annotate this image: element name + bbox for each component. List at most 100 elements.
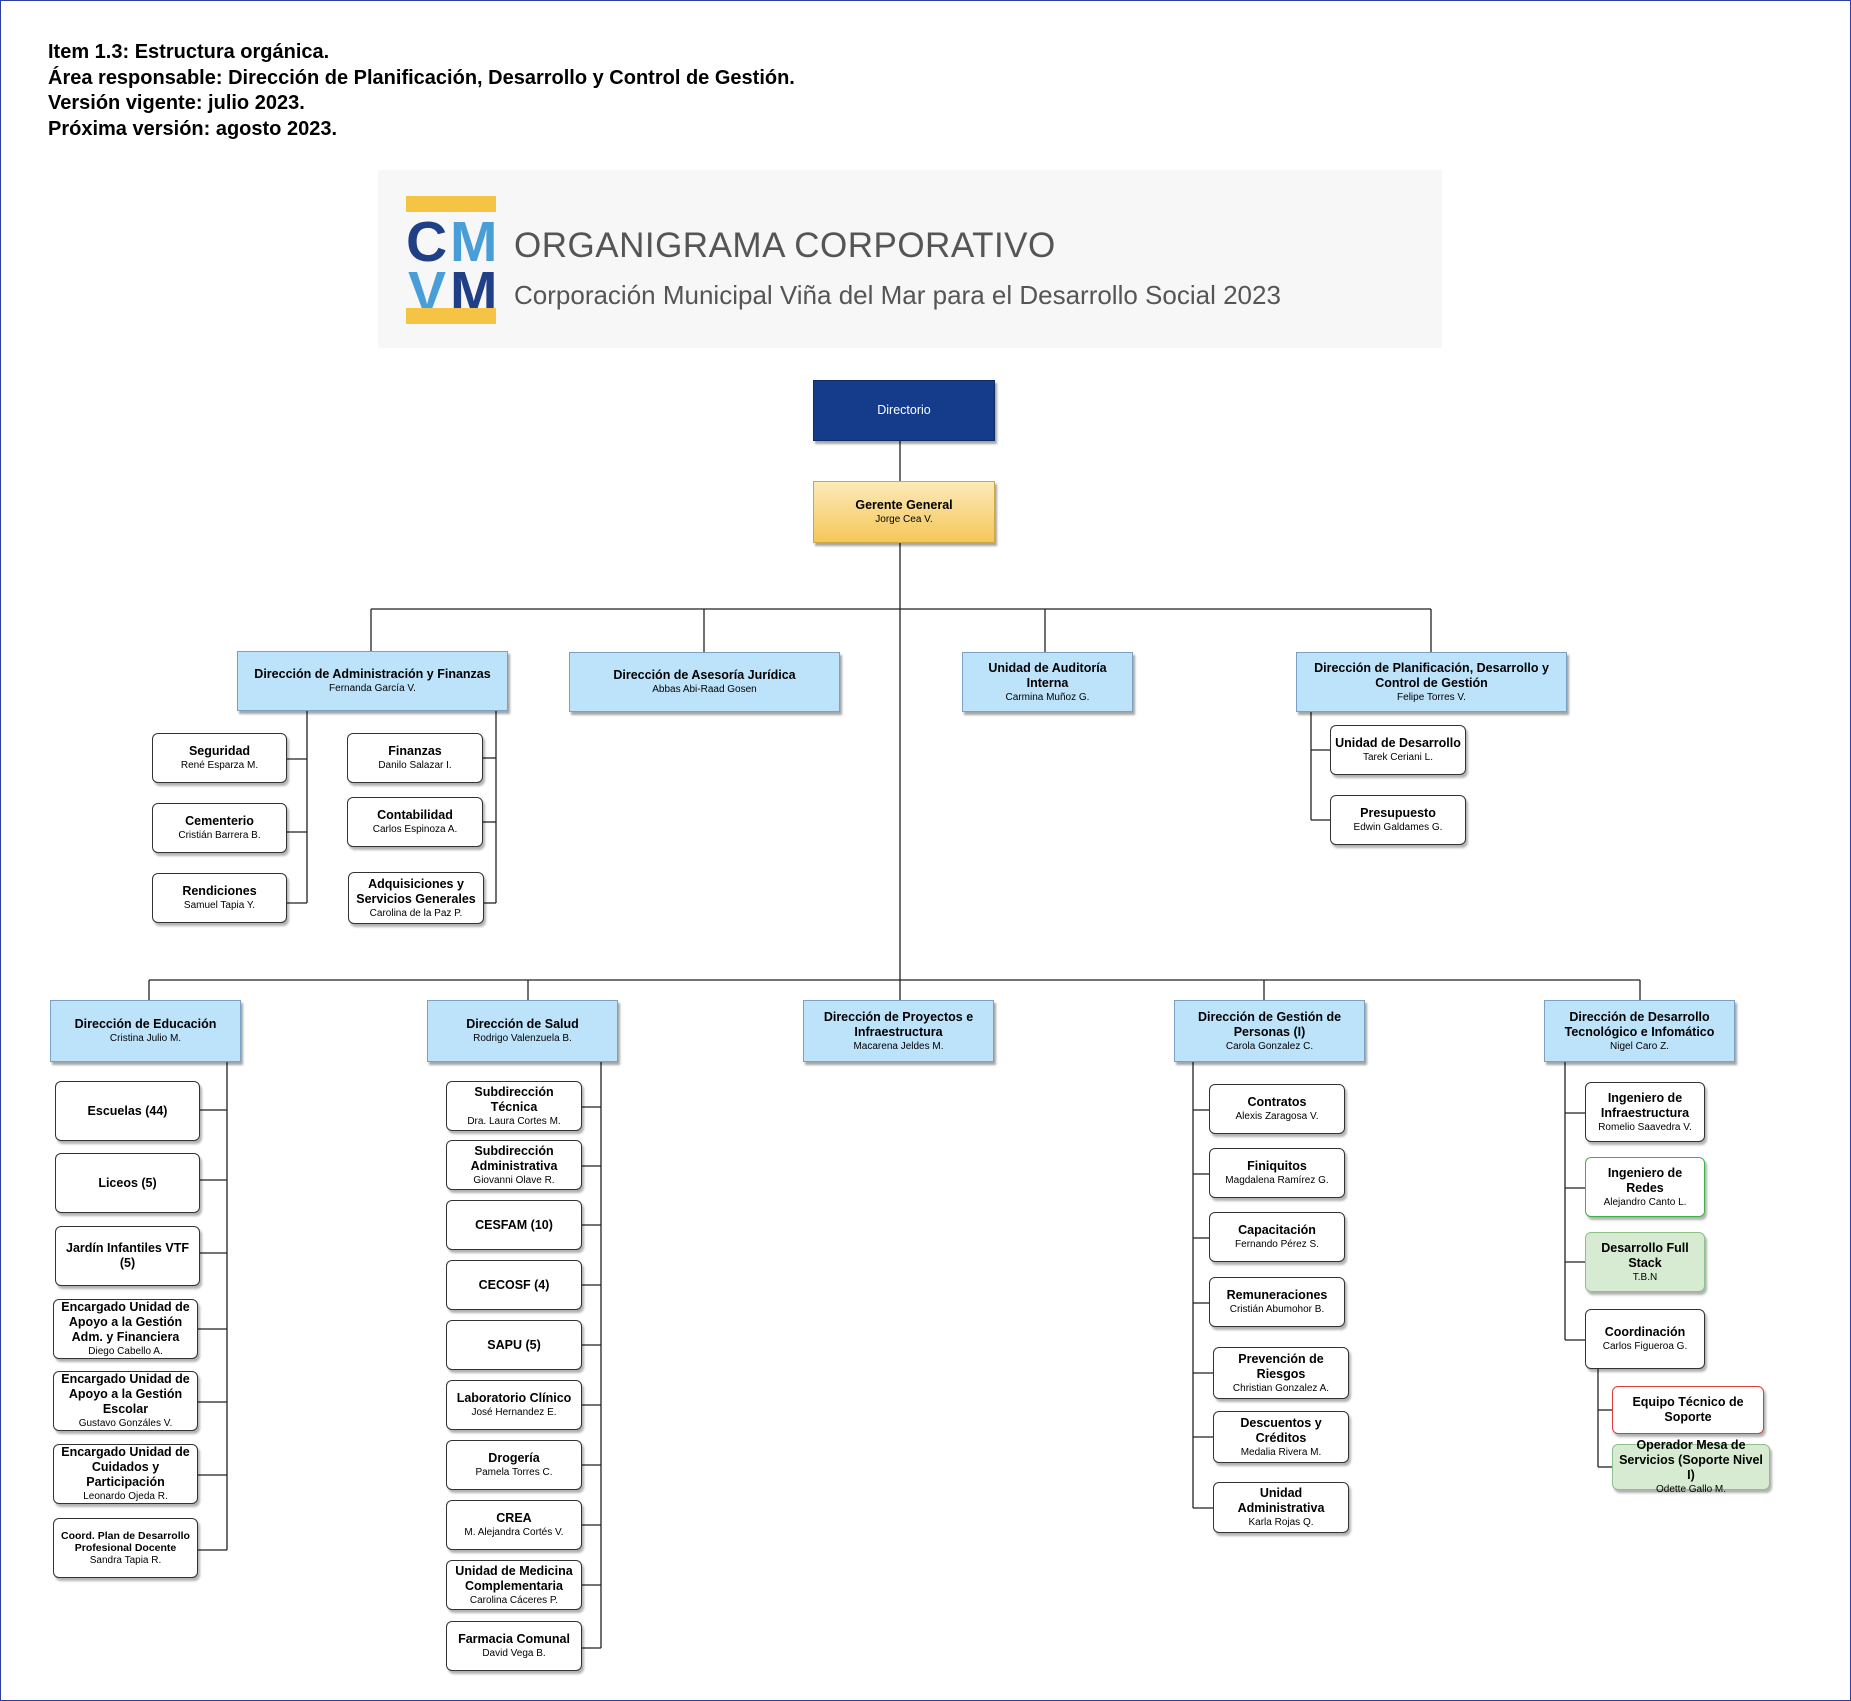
node-title: Capacitación xyxy=(1238,1223,1316,1237)
node-drogueria: Drogería Pamela Torres C. xyxy=(446,1440,582,1490)
node-ingeniero-infraestructura: Ingeniero de Infraestructura Romelio Saa… xyxy=(1585,1082,1705,1142)
node-person: Gustavo Gonzáles V. xyxy=(78,1418,173,1429)
node-unidad-desarrollo: Unidad de Desarrollo Tarek Ceriani L. xyxy=(1330,725,1466,775)
item-label: Item 1.3: Estructura orgánica. xyxy=(48,41,330,63)
node-medicina-complementaria: Unidad de Medicina Complementaria Caroli… xyxy=(446,1560,582,1610)
node-title: Directorio xyxy=(877,403,931,417)
node-person: Fernanda García V. xyxy=(329,683,416,694)
node-person: Macarena Jeldes M. xyxy=(853,1040,944,1052)
node-title: Unidad de Auditoría Interna xyxy=(988,660,1107,690)
node-title: Ingeniero de Redes xyxy=(1607,1165,1683,1195)
current-version: Versión vigente: julio 2023. xyxy=(48,92,305,114)
node-crea: CREA M. Alejandra Cortés V. xyxy=(446,1500,582,1550)
document-header: Item 1.3: Estructura orgánica. Área resp… xyxy=(48,40,795,142)
node-title: Subdirección Administrativa xyxy=(470,1143,558,1173)
node-laboratorio-clinico: Laboratorio Clínico José Hernandez E. xyxy=(446,1380,582,1430)
node-title: SAPU (5) xyxy=(487,1337,541,1352)
node-title: Unidad Administrativa xyxy=(1237,1486,1325,1515)
node-person: David Vega B. xyxy=(482,1648,546,1659)
node-coord-plan-docente: Coord. Plan de Desarrollo Profesional Do… xyxy=(53,1518,198,1578)
node-person: Odette Gallo M. xyxy=(1655,1484,1727,1495)
node-title: Desarrollo Full Stack xyxy=(1601,1240,1689,1270)
node-person: Medalia Rivera M. xyxy=(1240,1446,1322,1458)
node-title: Dirección de Gestión de Personas (I) xyxy=(1197,1009,1342,1039)
node-title: Farmacia Comunal xyxy=(458,1632,570,1646)
node-person: Giovanni Olave R. xyxy=(473,1174,555,1186)
node-title: CREA xyxy=(496,1511,532,1525)
node-seguridad: Seguridad René Esparza M. xyxy=(152,733,287,783)
node-person: Leonardo Ojeda R. xyxy=(83,1491,168,1502)
node-title: Dirección de Proyectos e Infraestructura xyxy=(823,1009,974,1039)
next-version: Próxima versión: agosto 2023. xyxy=(48,117,338,140)
node-operador-mesa-servicios: Operador Mesa de Servicios (Soporte Nive… xyxy=(1612,1438,1770,1495)
logo-letter-c: C xyxy=(406,210,447,274)
node-ingeniero-redes: Ingeniero de Redes Alejandro Canto L. xyxy=(1585,1157,1705,1217)
node-title: Unidad de Medicina Complementaria xyxy=(455,1563,573,1593)
node-person: Jorge Cea V. xyxy=(875,514,933,525)
node-title: Coord. Plan de Desarrollo Profesional Do… xyxy=(61,1529,190,1554)
node-title: Contratos xyxy=(1247,1095,1307,1109)
node-title: Laboratorio Clínico xyxy=(456,1391,572,1405)
node-person: Dra. Laura Cortes M. xyxy=(467,1115,561,1127)
node-subdireccion-tecnica: Subdirección Técnica Dra. Laura Cortes M… xyxy=(446,1081,582,1131)
node-escuelas: Escuelas (44) xyxy=(55,1081,200,1141)
node-dir-salud: Dirección de Salud Rodrigo Valenzuela B. xyxy=(427,1000,618,1062)
node-title: Prevención de Riesgos xyxy=(1238,1351,1324,1381)
node-person: Diego Cabello A. xyxy=(88,1346,163,1357)
node-equipo-tecnico-soporte: Equipo Técnico de Soporte xyxy=(1612,1386,1764,1434)
node-person: Felipe Torres V. xyxy=(1397,691,1466,703)
node-directorio: Directorio xyxy=(813,380,995,441)
node-title: Cementerio xyxy=(185,814,254,828)
node-title: Gerente General xyxy=(855,498,953,512)
logo-letter-m: M xyxy=(450,210,498,274)
logo-bottom-bar xyxy=(406,308,496,324)
node-title: Remuneraciones xyxy=(1226,1288,1328,1302)
node-title: Drogería xyxy=(488,1451,540,1465)
node-person: Romelio Saavedra V. xyxy=(1598,1121,1692,1133)
node-title: Dirección de Desarrollo Tecnológico e In… xyxy=(1564,1009,1715,1039)
node-title: Contabilidad xyxy=(377,808,453,822)
banner-subtitle: Corporación Municipal Viña del Mar para … xyxy=(514,280,1281,310)
node-title: Rendiciones xyxy=(182,884,257,898)
node-farmacia-comunal: Farmacia Comunal David Vega B. xyxy=(446,1621,582,1671)
node-person: Carlos Figueroa G. xyxy=(1602,1341,1688,1352)
node-title: Descuentos y Créditos xyxy=(1240,1415,1322,1445)
cmvm-logo: C M V M xyxy=(406,196,498,324)
node-enc-gestion-adm: Encargado Unidad de Apoyo a la Gestión A… xyxy=(53,1299,198,1359)
node-coordinacion: Coordinación Carlos Figueroa G. xyxy=(1585,1309,1705,1369)
node-jardin-infantiles: Jardín Infantiles VTF (5) xyxy=(55,1226,200,1286)
node-person: Christian Gonzalez A. xyxy=(1232,1382,1330,1394)
node-person: Cristián Abumohor B. xyxy=(1229,1304,1325,1315)
node-title: Encargado Unidad de Cuidados y Participa… xyxy=(61,1445,190,1489)
node-person: Carmina Muñoz G. xyxy=(1005,691,1090,703)
node-title: Presupuesto xyxy=(1360,806,1436,820)
node-title: Encargado Unidad de Apoyo a la Gestión A… xyxy=(61,1300,190,1344)
node-subdireccion-administrativa: Subdirección Administrativa Giovanni Ola… xyxy=(446,1140,582,1190)
node-title: Unidad de Desarrollo xyxy=(1335,736,1461,750)
node-dir-personas: Dirección de Gestión de Personas (I) Car… xyxy=(1174,1000,1365,1062)
node-dir-tecnologico: Dirección de Desarrollo Tecnológico e In… xyxy=(1544,1000,1735,1062)
node-liceos: Liceos (5) xyxy=(55,1153,200,1213)
node-title: CECOSF (4) xyxy=(478,1277,550,1292)
node-presupuesto: Presupuesto Edwin Galdames G. xyxy=(1330,795,1466,845)
node-title: Dirección de Educación xyxy=(74,1017,217,1031)
node-dir-educacion: Dirección de Educación Cristina Julio M. xyxy=(50,1000,241,1062)
node-enc-gestion-escolar: Encargado Unidad de Apoyo a la Gestión E… xyxy=(53,1371,198,1431)
node-auditoria-interna: Unidad de Auditoría Interna Carmina Muño… xyxy=(962,652,1133,712)
node-person: M. Alejandra Cortés V. xyxy=(464,1527,564,1538)
node-title: Finanzas xyxy=(388,744,442,758)
node-gerente-general: Gerente General Jorge Cea V. xyxy=(813,481,995,543)
node-remuneraciones: Remuneraciones Cristián Abumohor B. xyxy=(1209,1277,1345,1327)
node-cesfam: CESFAM (10) xyxy=(446,1200,582,1250)
node-title: Finiquitos xyxy=(1247,1159,1307,1173)
node-title: Encargado Unidad de Apoyo a la Gestión E… xyxy=(61,1372,190,1416)
node-person: Alexis Zaragosa V. xyxy=(1235,1111,1319,1122)
node-title: CESFAM (10) xyxy=(475,1217,553,1232)
node-prevencion-riesgos: Prevención de Riesgos Christian Gonzalez… xyxy=(1213,1347,1349,1399)
node-desarrollo-full-stack: Desarrollo Full Stack T.B.N xyxy=(1585,1232,1705,1292)
node-title: Dirección de Asesoría Jurídica xyxy=(613,668,796,682)
node-person: Fernando Pérez S. xyxy=(1235,1239,1319,1250)
node-unidad-administrativa: Unidad Administrativa Karla Rojas Q. xyxy=(1213,1482,1349,1533)
node-enc-cuidados: Encargado Unidad de Cuidados y Participa… xyxy=(53,1444,198,1504)
